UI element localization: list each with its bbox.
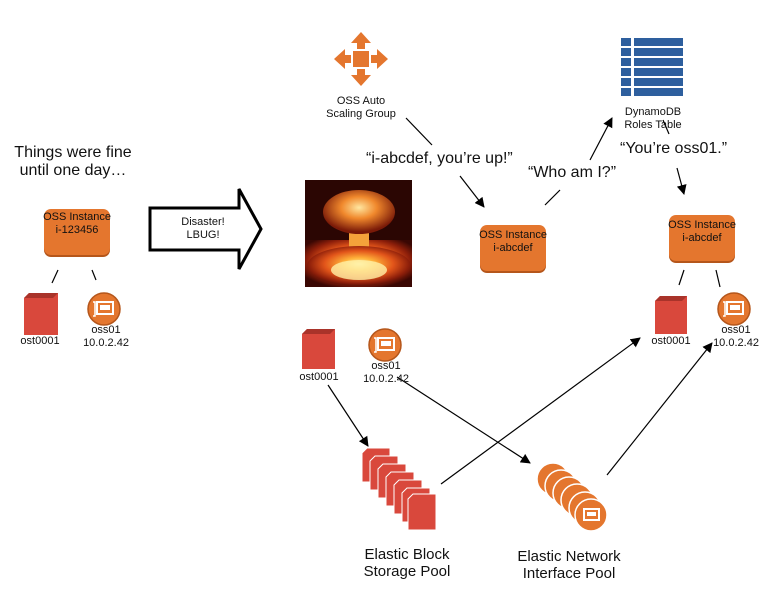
asg-label-line-1: OSS Auto — [336, 95, 386, 107]
arrow-speech-instance — [459, 175, 485, 208]
orphan-eni-name: oss01 — [371, 360, 401, 372]
right-eni-name: oss01 — [721, 324, 751, 336]
auto-scaling-group-icon — [334, 32, 388, 86]
eni-name: oss01 — [91, 324, 121, 336]
connector-asg-speech — [405, 117, 433, 146]
speech-who-am-i: “Who am I?” — [528, 164, 617, 181]
network-interface-icon — [87, 292, 121, 326]
ebs-pool-icon — [362, 448, 437, 531]
dynamodb-table-icon — [621, 38, 683, 96]
dynamodb-label: DynamoDB Roles Table — [605, 106, 701, 131]
orphan-volume-icon — [302, 329, 335, 369]
arrow-whoami-dynamo — [589, 117, 613, 161]
intro-caption-line-1: Things were fine — [14, 144, 132, 161]
connector-dynamo-reply — [662, 119, 670, 135]
oss-instance-title: OSS Instance — [43, 211, 111, 223]
asg-label-line-2: Scaling Group — [326, 107, 396, 120]
right-eni-ip: 10.0.2.42 — [713, 336, 759, 349]
dynamodb-label-line-1: DynamoDB — [624, 106, 682, 118]
oss-instance-icon — [44, 209, 110, 255]
eni-label: oss01 10.0.2.42 — [74, 324, 138, 349]
oss-instance-label: OSS Instance i-123456 — [22, 211, 132, 236]
disaster-label-line-1: Disaster! — [181, 216, 225, 228]
right-volume-icon — [655, 296, 687, 334]
eni-pool-label-line-1: Elastic Network — [517, 548, 621, 565]
ebs-pool-label-line-1: Elastic Block — [364, 546, 450, 563]
orphan-eni-ip: 10.0.2.42 — [363, 372, 409, 385]
disaster-label-line-2: LBUG! — [186, 228, 220, 241]
ebs-volume-icon — [24, 293, 58, 335]
oss-instance-right-id: i-abcdef — [682, 231, 722, 244]
ebs-pool-label-line-2: Storage Pool — [363, 563, 451, 581]
intro-caption-line-2: until one day… — [19, 162, 127, 180]
disaster-arrow-icon — [148, 188, 263, 270]
speech-youre-oss01: “You’re oss01.” — [620, 140, 728, 157]
orphan-eni-icon — [368, 328, 402, 362]
connector-right-eni — [715, 269, 721, 288]
oss-instance-right-title: OSS Instance — [668, 219, 736, 231]
intro-caption: Things were fine until one day… — [2, 144, 144, 181]
eni-ip: 10.0.2.42 — [83, 336, 129, 349]
orphan-eni-label: oss01 10.0.2.42 — [354, 360, 418, 385]
orphan-volume-label: ost0001 — [299, 371, 339, 383]
oss-instance-new-label: OSS Instance i-abcdef — [458, 229, 568, 254]
oss-instance-new-title: OSS Instance — [479, 229, 547, 241]
eni-pool-icon — [536, 462, 608, 532]
disaster-label: Disaster! LBUG! — [158, 216, 248, 241]
asg-label: OSS Auto Scaling Group — [315, 95, 407, 120]
speech-youre-up: “i-abcdef, you’re up!” — [366, 150, 513, 167]
connector-instance-whoami — [544, 189, 561, 206]
oss-instance-right-label: OSS Instance i-abcdef — [647, 219, 757, 244]
oss-instance-right-icon — [669, 215, 735, 261]
arrow-enipool-righteni — [606, 342, 713, 476]
connector-right-volume — [678, 269, 685, 286]
explosion-image — [305, 180, 412, 287]
arrow-eni-enipool — [396, 376, 531, 464]
ebs-pool-label: Elastic Block Storage Pool — [340, 546, 474, 581]
arrow-ebspool-rightvolume — [440, 337, 641, 485]
eni-pool-label-line-2: Interface Pool — [522, 565, 616, 583]
right-eni-label: oss01 10.0.2.42 — [704, 324, 768, 349]
volume-label: ost0001 — [20, 335, 60, 347]
right-volume-label: ost0001 — [651, 335, 691, 347]
oss-instance-new-icon — [480, 225, 546, 271]
eni-pool-label: Elastic Network Interface Pool — [503, 548, 635, 583]
oss-instance-id: i-123456 — [55, 223, 99, 236]
arrow-reply-instance — [676, 167, 687, 195]
arrow-volume-ebspool — [327, 384, 369, 447]
oss-instance-new-id: i-abcdef — [493, 241, 533, 254]
dynamodb-label-line-2: Roles Table — [624, 118, 682, 131]
right-eni-icon — [717, 292, 751, 326]
connector-instance-volume — [51, 269, 59, 284]
connector-instance-eni — [91, 269, 97, 281]
